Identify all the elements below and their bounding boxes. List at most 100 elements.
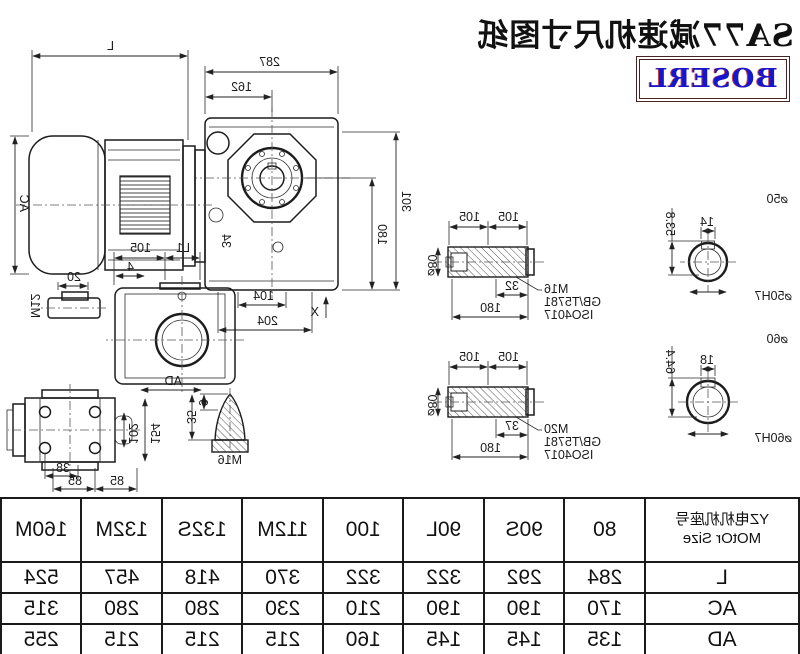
cell: 524	[1, 562, 82, 593]
header-cn: YZ电机机座号	[674, 511, 770, 529]
cell: 215	[162, 624, 243, 654]
dim-35: 35	[184, 410, 198, 424]
label-m16-plug: M16	[218, 453, 242, 467]
table-header-motor-size: YZ电机机座号 MOtOr Size	[645, 498, 799, 562]
label-q50: ⌀50	[767, 192, 788, 206]
dim-L: L	[107, 39, 114, 53]
header-en: MOtOr Size	[682, 530, 762, 547]
label-m12: M12	[28, 294, 42, 318]
cell: 315	[1, 593, 82, 624]
dim-34: 34	[219, 234, 233, 248]
dim-18: 18	[700, 353, 714, 367]
dim-38: 38	[56, 461, 70, 475]
label-gb-m20: GB/T5781	[544, 435, 601, 449]
dim-105-top: 105	[130, 241, 151, 255]
table-header-row: YZ电机机座号 MOtOr Size 80 90S 90L 100 112M 1…	[1, 498, 799, 562]
view-gearbox-front: 287 162 301 180 104 204 X 34	[195, 55, 413, 333]
dim-104: 104	[253, 289, 274, 303]
cell: 322	[403, 562, 484, 593]
col-90s: 90S	[484, 498, 565, 562]
table-row-L: L 284 292 322 322 370 418 457 524	[1, 562, 799, 593]
col-132m: 132M	[81, 498, 162, 562]
view-bolt-m16: 105 105 ⌀80 32 180 M16 GB/T5781 ISO4017	[425, 210, 601, 322]
cell: 284	[564, 562, 645, 593]
dim-180-m20: 180	[480, 441, 501, 455]
cell: 322	[323, 562, 404, 593]
cell: 418	[162, 562, 243, 593]
dim-287: 287	[259, 55, 280, 69]
cell: 160	[323, 624, 404, 654]
col-112m: 112M	[242, 498, 323, 562]
dim-85b: 85	[68, 474, 82, 488]
dim-162: 162	[231, 80, 252, 94]
label-q60: ⌀60	[767, 332, 788, 346]
cell: 210	[323, 593, 404, 624]
dim-4: 4	[127, 260, 134, 274]
dim-180-m16: 180	[480, 301, 501, 315]
dim-154: 154	[148, 423, 162, 444]
dim-180: 180	[375, 224, 389, 245]
motor-size-table: YZ电机机座号 MOtOr Size 80 90S 90L 100 112M 1…	[0, 497, 800, 654]
label-m20: M20	[544, 422, 568, 436]
dim-14: 14	[700, 215, 714, 229]
cell: 135	[564, 624, 645, 654]
table-row-AD: AD 135 145 145 160 215 215 215 255	[1, 624, 799, 654]
cell: 255	[1, 624, 82, 654]
label-iso-m20: ISO4017	[544, 448, 593, 462]
dim-d80-m16: ⌀80	[425, 255, 439, 276]
col-90l: 90L	[403, 498, 484, 562]
row-label-AD: AD	[645, 624, 799, 654]
dim-105-bolt4: 105	[459, 350, 480, 364]
label-q50h7: ⌀50H7	[755, 289, 792, 303]
dim-32: 32	[505, 279, 519, 293]
view-motor: L AC	[10, 39, 212, 275]
dim-301: 301	[399, 191, 413, 212]
dim-204: 204	[257, 314, 278, 328]
cell: 230	[242, 593, 323, 624]
cell: 215	[81, 624, 162, 654]
dim-105-bolt2: 105	[459, 210, 480, 224]
dim-64-4: 64.4	[663, 350, 677, 374]
cell: 370	[242, 562, 323, 593]
dim-37: 37	[505, 419, 519, 433]
dim-L1: L1	[176, 241, 190, 255]
dim-105-bolt1: 105	[498, 210, 519, 224]
col-100: 100	[323, 498, 404, 562]
col-160m: 160M	[1, 498, 82, 562]
dim-9: 9	[196, 399, 210, 406]
dim-d80-m20: ⌀80	[425, 395, 439, 416]
cell: 292	[484, 562, 565, 593]
cell: 190	[484, 593, 565, 624]
cell: 280	[162, 593, 243, 624]
view-plug-detail: 9 35 M16	[184, 388, 249, 467]
engineering-drawing: 287 162 301 180 104 204 X 34	[6, 39, 792, 492]
dim-105-bolt3: 105	[498, 350, 519, 364]
dim-85a: 85	[110, 474, 124, 488]
view-q50: ⌀50 14 53.8 ⌀50H7	[663, 192, 792, 303]
dim-20: 20	[67, 270, 81, 284]
row-label-AC: AC	[645, 593, 799, 624]
cell: 457	[81, 562, 162, 593]
label-q60h7: ⌀60H7	[755, 431, 792, 445]
cell: 280	[81, 593, 162, 624]
row-label-L: L	[645, 562, 799, 593]
dim-x: X	[310, 305, 319, 319]
col-132s: 132S	[162, 498, 243, 562]
view-key-detail: 20 M12	[28, 270, 106, 319]
label-iso-m16: ISO4017	[544, 308, 593, 322]
table-row-AC: AC 170 190 190 210 230 280 280 315	[1, 593, 799, 624]
dim-53-8: 53.8	[663, 212, 677, 236]
view-rear: 102 154 38 85 85	[6, 384, 162, 492]
dim-AD: AD	[165, 374, 182, 388]
dim-102: 102	[126, 423, 140, 444]
cell: 145	[484, 624, 565, 654]
view-q60: ⌀60 18 64.4 ⌀60H7	[663, 332, 792, 445]
cell: 215	[242, 624, 323, 654]
cell: 145	[403, 624, 484, 654]
view-bolt-m20: 105 105 ⌀80 37 180 M20 GB/T5781 ISO4017	[425, 350, 601, 462]
label-gb-m16: GB/T5781	[544, 295, 601, 309]
col-80: 80	[564, 498, 645, 562]
cell: 170	[564, 593, 645, 624]
